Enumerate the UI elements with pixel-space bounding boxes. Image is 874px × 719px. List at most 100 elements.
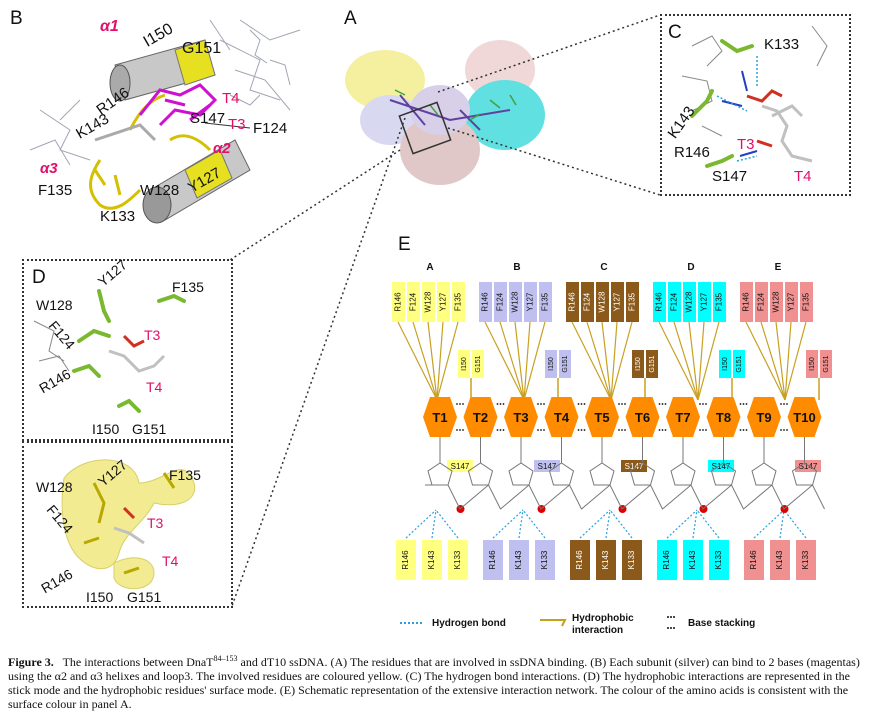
stacking-dot [583,429,586,431]
hydrophobic-line [436,321,444,401]
s147-label: S147 [799,462,818,471]
hydrophobic-line [427,321,438,401]
panel-d-letter: D [32,267,46,288]
top-residue-R146: R146 [568,292,577,312]
stacking-dot [745,429,748,431]
top-residue-R146: R146 [481,292,490,312]
nucleotide-T1 [423,397,457,437]
connector-lines [229,14,661,607]
sugar-ring [710,462,737,486]
d-label-t3: T3 [144,327,161,343]
legend-stacking-dot [670,627,672,629]
caption-superscript: 84–153 [213,654,238,663]
label-alpha1: α1 [100,18,119,35]
top-residue-box [713,282,726,322]
bottom-residue-R146: R146 [662,550,671,570]
stacking-dot [502,403,505,405]
top-residue-Y127: Y127 [613,292,622,311]
nucleotide-label-T4: T4 [554,410,570,425]
caption-label: Figure 3. [8,655,54,669]
stacking-dot [624,403,626,405]
d2-label-i150: I150 [86,589,114,605]
label-t3: T3 [228,116,246,133]
stacking-dot [658,403,661,405]
mid-residue-box [733,350,745,378]
bottom-residue-K133: K133 [801,550,810,569]
mid-residue-G151: G151 [823,355,830,372]
panel-b-structure [29,19,301,224]
top-residue-box [581,282,594,322]
hbond-line [779,509,785,539]
stacking-dot [577,403,580,405]
bottom-residue-K143: K143 [427,550,436,569]
nucleotide-label-T2: T2 [473,410,488,425]
legend-hbond: Hydrogen bond [432,618,506,629]
d2-label-f135: F135 [169,467,201,483]
c-label-s147: S147 [712,168,748,185]
figure-caption: Figure 3. The interactions between DnaT8… [8,652,866,711]
caption-text-before: The interactions between DnaT [62,655,214,669]
nucleotide-label-T9: T9 [756,410,771,425]
nucleotide-T2 [463,397,498,437]
stacking-dot [739,429,742,431]
stacking-dot [705,429,707,431]
label-t4: T4 [222,90,240,107]
stacking-dot [499,429,502,431]
stacking-dot [783,403,785,405]
nucleotide-label-T7: T7 [675,410,690,425]
top-residue-box [509,282,522,322]
mid-residue-I150: I150 [548,357,555,371]
stacking-dot [786,429,788,431]
hbond-line [431,509,437,539]
stacking-dot [705,403,707,405]
legend-stacking: Base stacking [688,618,755,629]
bottom-residue-K133: K133 [453,550,462,569]
bottom-residue-box [622,540,642,580]
bottom-residue-R146: R146 [401,550,410,570]
panel-a-surface [345,40,545,185]
bottom-residue-box [596,540,616,580]
hydrophobic-line [397,321,438,401]
hbond-line [579,509,611,539]
top-residue-F124: F124 [496,292,505,311]
bottom-residue-box [570,540,590,580]
top-residue-box [740,282,753,322]
hydrophobic-line [697,321,705,401]
bottom-residue-box [483,540,503,580]
hydrophobic-line [514,321,525,401]
mid-residue-box [472,350,484,378]
top-residue-F124: F124 [583,292,592,311]
hydrophobic-line [571,321,612,401]
stacking-dot [456,403,458,405]
hydrophobic-line [610,321,633,401]
legend-hydrophobic-swatch [540,619,567,627]
label-s147: S147 [190,110,226,127]
bottom-residue-K133: K133 [714,550,723,569]
top-residue-R146: R146 [394,292,403,312]
stacking-dot [502,429,505,431]
hbond-line [518,509,524,539]
s147-label: S147 [625,462,644,471]
stacking-dot [739,403,742,405]
stacking-dot [780,429,782,431]
top-residue-box [683,282,696,322]
mid-residue-box [545,350,557,378]
top-residue-box [524,282,537,322]
d-label-t4: T4 [146,379,163,395]
top-residue-box [566,282,579,322]
stacking-dot [580,403,583,405]
d-label-w128: W128 [36,297,73,313]
label-g151: G151 [182,40,222,57]
panel-b: B α1 I150 G151 T4 R146 S147 T3 K143 F124… [0,0,320,240]
helix-alpha2 [142,139,251,224]
sugar-ring [467,462,494,486]
hydrophobic-line [784,321,807,401]
stacking-dot [745,403,748,405]
stacking-dot [621,403,623,405]
stacking-dot [786,403,788,405]
hbond-line [696,509,720,539]
bottom-residue-box [744,540,764,580]
stacking-dot [537,429,539,431]
stacking-dot [742,403,745,405]
